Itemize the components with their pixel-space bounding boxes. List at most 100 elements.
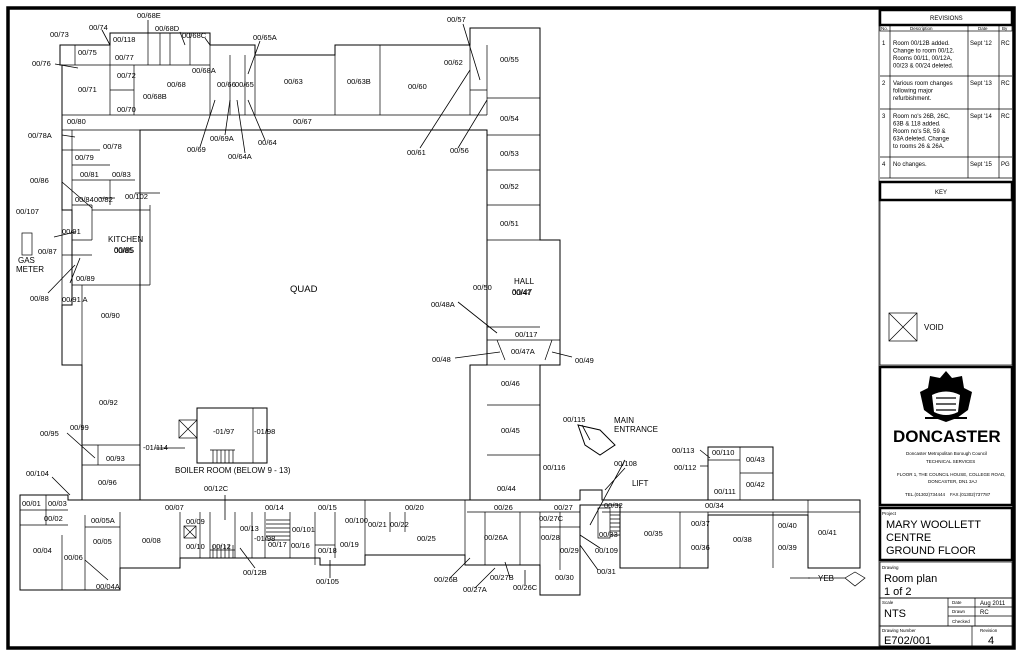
room-label: 00/85 (114, 246, 133, 255)
room-label: 00/109 (595, 546, 618, 555)
room-label: 00/26C (513, 583, 538, 592)
council-dept: TECHNICAL SERVICES (926, 459, 975, 464)
room-label: 00/30 (555, 573, 574, 582)
room-label: 00/84 (75, 195, 94, 204)
room-label: 00/92 (99, 398, 118, 407)
revision-description-line: Room 00/12B added. (893, 41, 950, 47)
room-label: 00/86 (30, 176, 49, 185)
room-label: 00/09 (186, 517, 205, 526)
room-label: 00/47A (511, 347, 535, 356)
room-label: 00/12C (204, 484, 229, 493)
void-label: VOID (924, 323, 944, 332)
room-label: 00/32 (604, 501, 623, 510)
drawing-caption: Drawing (882, 565, 899, 570)
lift-label: LIFT (632, 479, 649, 488)
room-label: 00/87 (38, 247, 57, 256)
project-line-1: MARY WOOLLETT (886, 519, 981, 531)
drawing-line-1: Room plan (884, 573, 937, 585)
revisions-col-by: By (1002, 26, 1008, 31)
room-label: 00/90 (101, 311, 120, 320)
room-label: 00/22 (390, 520, 409, 529)
room-label: 00/12 (212, 542, 231, 551)
revisions-col-date: Date (978, 26, 988, 31)
revision-description-line: 00/23 & 00/24 deleted. (893, 64, 954, 70)
scale-value: NTS (884, 608, 906, 620)
room-label: 00/80 (67, 117, 86, 126)
room-label: 00/17 (268, 540, 287, 549)
room-label: 00/105 (316, 577, 339, 586)
room-label: 00/53 (500, 149, 519, 158)
revision-description-line: Various room changes (893, 81, 953, 87)
revision-description-line: Room no's 58, 59 & (893, 129, 946, 135)
room-label: -01/98 (254, 534, 275, 543)
room-label: 00/01 (22, 499, 41, 508)
revision-description-line: Rooms 00/11, 00/12A, (893, 56, 953, 62)
revision-date: Sept '13 (970, 81, 992, 87)
floor-plan (19, 20, 866, 596)
room-label: 00/104 (26, 469, 49, 478)
room-label: 00/108 (614, 459, 637, 468)
room-label: 00/68 (167, 80, 186, 89)
gas-meter-label-1: GAS (18, 256, 35, 265)
room-label: 00/47 (512, 288, 531, 297)
room-label: 00/25 (417, 534, 436, 543)
room-label: 00/28 (541, 533, 560, 542)
revisions-title: REVISIONS (930, 16, 963, 22)
room-label: 00/51 (500, 219, 519, 228)
room-label: 00/64 (258, 138, 277, 147)
room-labels: 00/7300/7400/7500/7600/7100/11800/7700/7… (16, 11, 837, 594)
revision-by: RC (1001, 81, 1010, 87)
revision-by: PG (1001, 162, 1010, 168)
room-label: 00/65A (253, 33, 277, 42)
room-label: 00/12B (243, 568, 267, 577)
room-label: 00/48A (431, 300, 455, 309)
room-label: 00/27B (490, 573, 514, 582)
room-label: 00/02 (44, 514, 63, 523)
room-label: 00/68D (155, 24, 180, 33)
room-label: 00/64A (228, 152, 252, 161)
room-label: 00/29 (560, 546, 579, 555)
room-label: 00/77 (115, 53, 134, 62)
room-label: 00/60 (408, 82, 427, 91)
room-label: 00/96 (98, 478, 117, 487)
drawing-number-value: E702/001 (884, 635, 931, 647)
room-label: 00/14 (265, 503, 284, 512)
revision-date: Sept '15 (970, 162, 992, 168)
room-label: 00/39 (778, 543, 797, 552)
scale-caption: Scale (882, 600, 894, 605)
revision-by: RC (1001, 41, 1010, 47)
room-label: 00/04 (33, 546, 52, 555)
room-label: 00/63 (284, 77, 303, 86)
room-label: 00/68E (137, 11, 161, 20)
boiler-room-label: BOILER ROOM (BELOW 9 - 13) (175, 466, 291, 475)
room-label: 00/110 (712, 448, 734, 457)
room-label: 00/82 (94, 195, 113, 204)
room-label: 00/76 (32, 59, 51, 68)
revision-description-line: Room no's 26B, 26C, (893, 114, 950, 120)
room-label: 00/89 (76, 274, 95, 283)
room-label: 00/36 (691, 543, 710, 552)
room-label: 00/79 (75, 153, 94, 162)
room-label: 00/54 (500, 114, 519, 123)
kitchen-room-number: 00/85 (114, 246, 135, 255)
revision-number: 4 (882, 162, 886, 168)
room-label: 00/33 (599, 530, 618, 539)
room-label: 00/31 (597, 567, 616, 576)
council-subtitle: Doncaster Metropolitan Borough Council (906, 451, 987, 456)
hall-room-number: 00/47 (512, 288, 533, 297)
room-label: 00/49 (575, 356, 594, 365)
room-label: 00/72 (117, 71, 136, 80)
room-label: 00/37 (691, 519, 710, 528)
revision-description-line: to rooms 26 & 26A. (893, 144, 945, 150)
room-label: 00/50 (473, 283, 492, 292)
revision-description-line: Change to room 00/12. (893, 49, 955, 55)
room-label: 00/113 (672, 446, 694, 455)
council-tel: TEL.(01302)734444 (905, 492, 946, 497)
room-label: 00/10 (186, 542, 205, 551)
room-label: 00/48 (432, 355, 451, 364)
room-label: 00/15 (318, 503, 337, 512)
room-label: 00/41 (818, 528, 837, 537)
project-line-2: CENTRE (886, 532, 931, 544)
room-label: 00/78 (103, 142, 122, 151)
